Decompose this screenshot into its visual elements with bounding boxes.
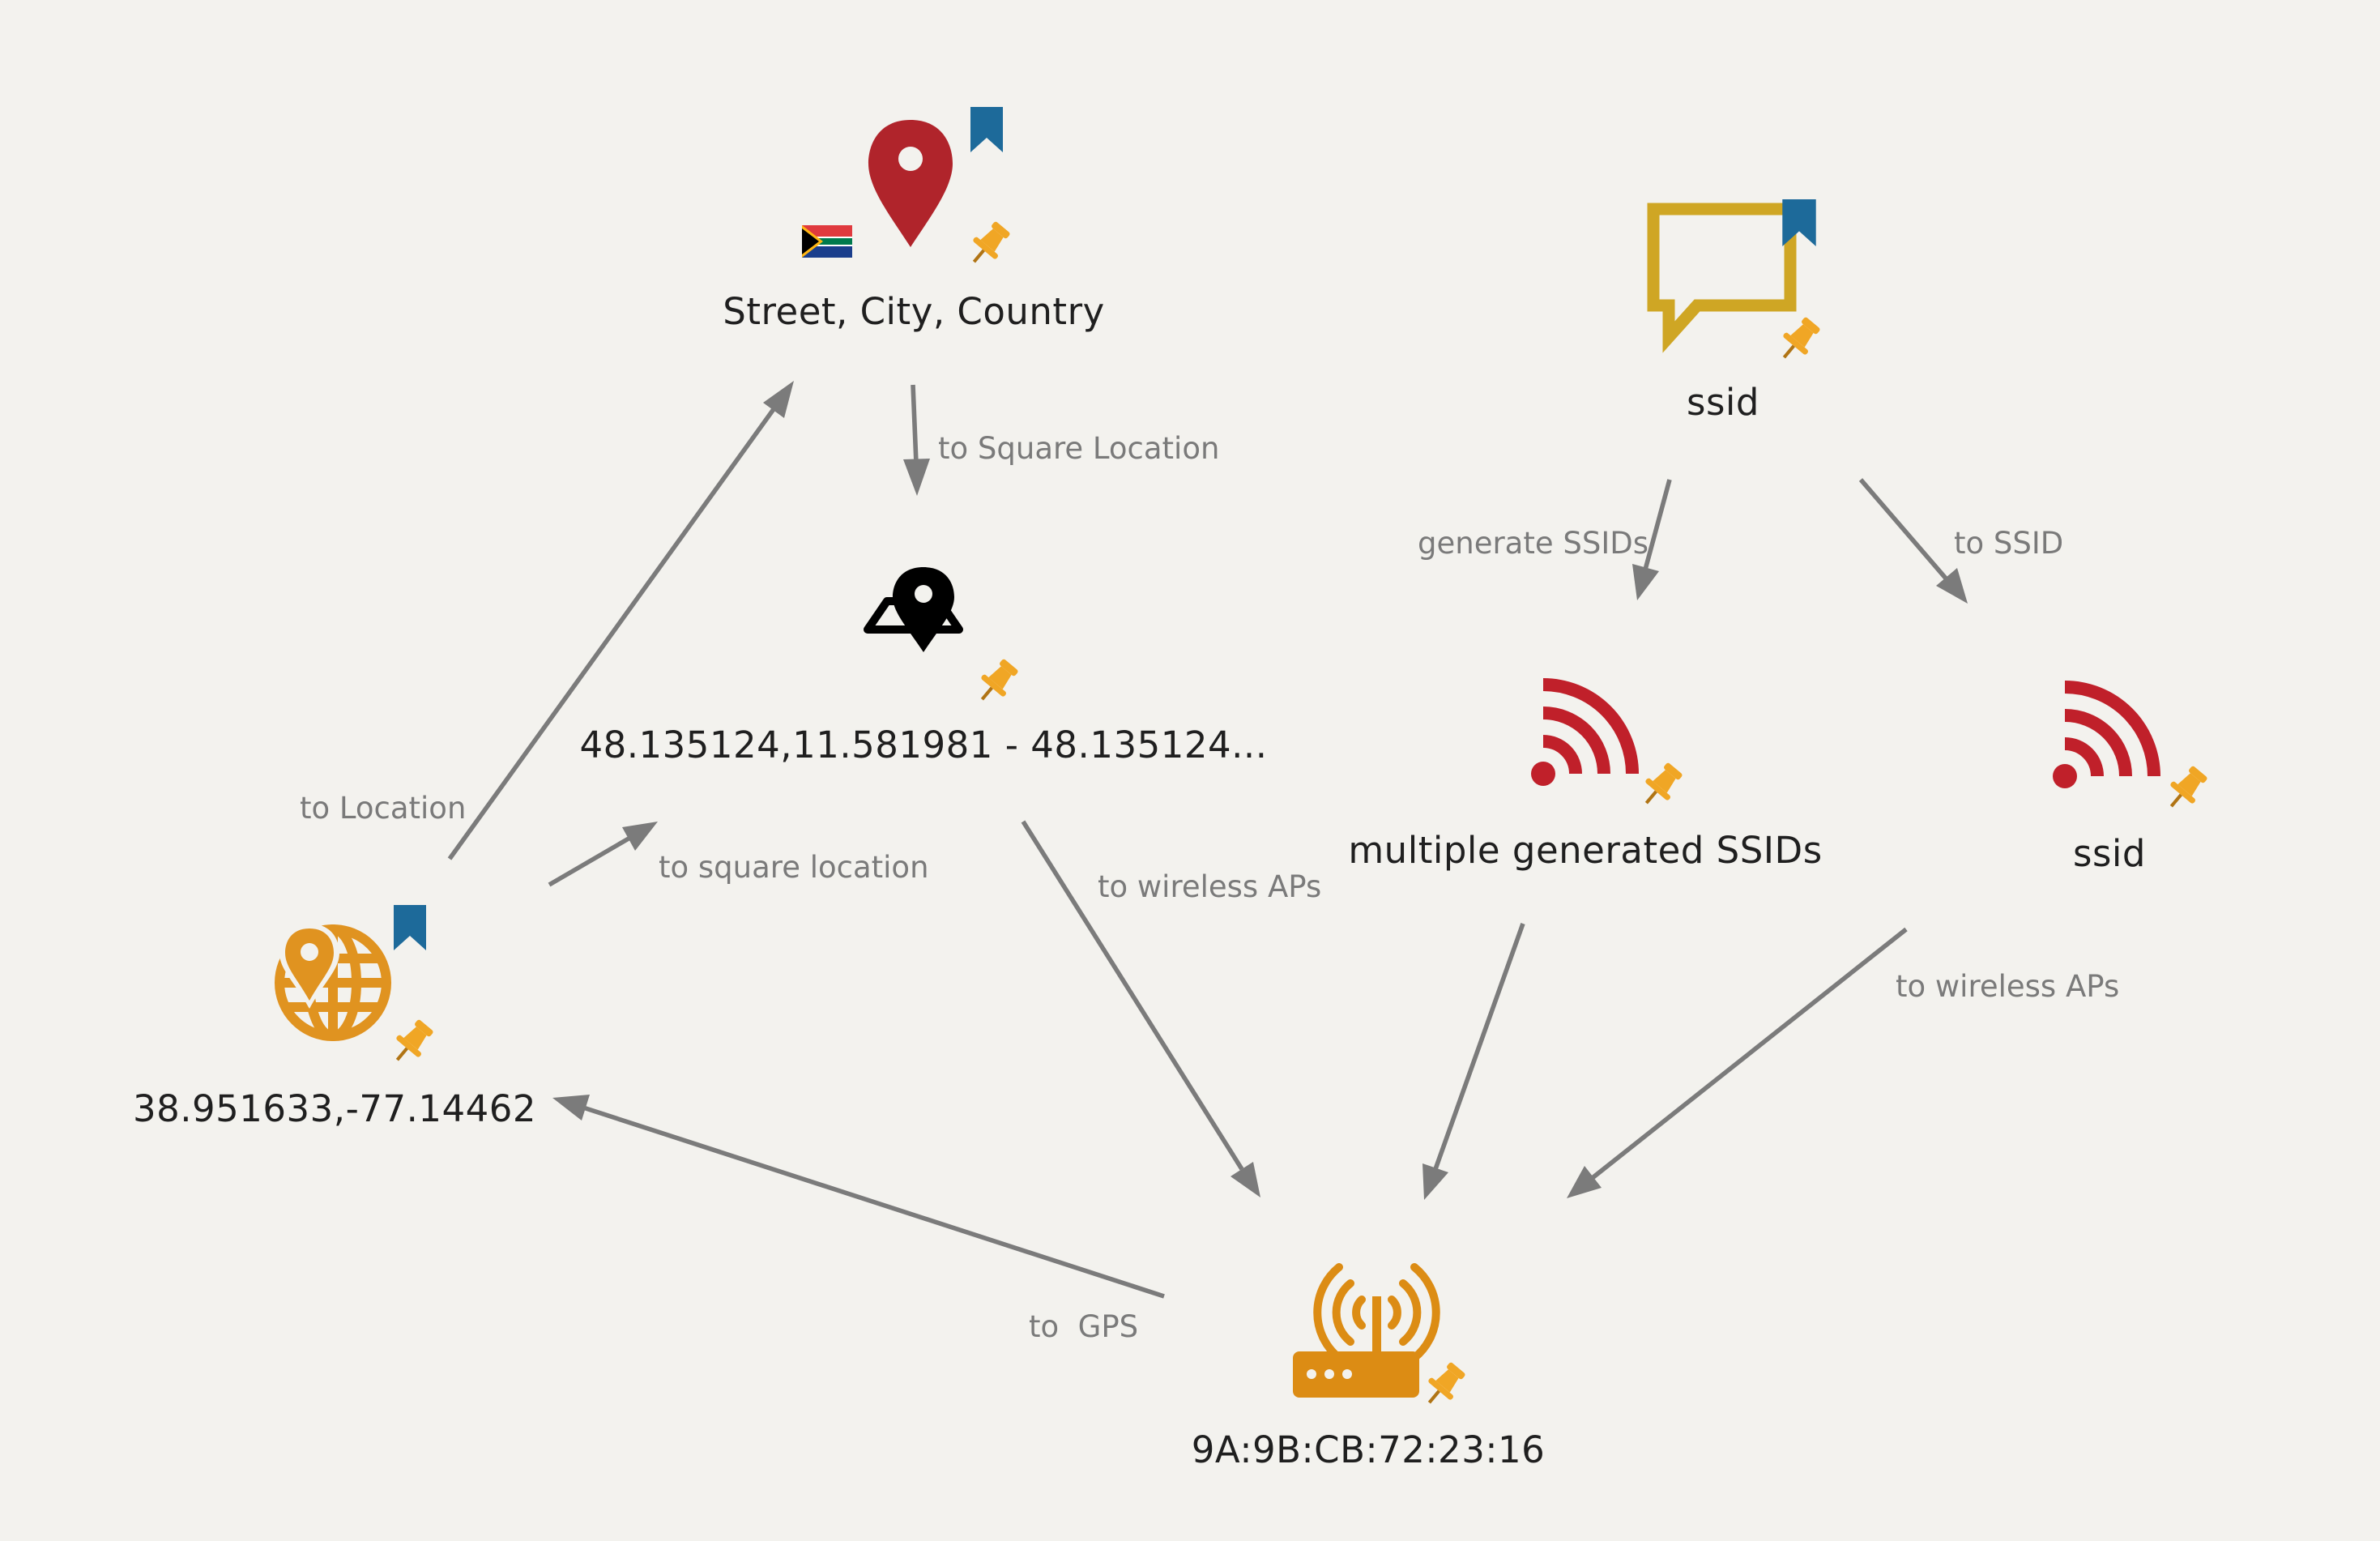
bookmark-icon[interactable] [970, 107, 1003, 152]
south-africa-flag-icon [802, 225, 852, 258]
node-ssid-phrase[interactable]: ssid [1647, 199, 1825, 424]
location-pin-icon [868, 120, 953, 247]
node-label: ssid [1687, 381, 1759, 424]
edge-to-gps[interactable]: to GPS [552, 1095, 1165, 1344]
node-wireless-ap[interactable]: 9A:9B:CB:72:23:16 [1192, 1263, 1546, 1471]
speech-bubble-icon [1647, 203, 1797, 353]
edge-label: to wireless APs [1098, 869, 1321, 904]
pin-icon[interactable] [1772, 313, 1824, 367]
node-address[interactable]: Street, City, Country [723, 107, 1104, 333]
edge-to-wireless-aps-1[interactable]: to wireless APs [1021, 820, 1321, 1197]
edge-label: to Square Location [938, 431, 1219, 466]
node-label: 48.135124,11.581981 - 48.135124... [579, 724, 1267, 766]
pin-icon[interactable] [970, 655, 1022, 709]
node-label: 38.951633,-77.14462 [133, 1087, 536, 1130]
edge-generated-to-ap[interactable] [1422, 923, 1525, 1200]
pin-icon[interactable] [1418, 1358, 1469, 1412]
edge-label: generate SSIDs [1418, 526, 1649, 561]
node-label: Street, City, Country [723, 290, 1104, 333]
edge-generate-ssids[interactable]: generate SSIDs [1418, 479, 1672, 600]
node-gps[interactable]: 38.951633,-77.14462 [133, 905, 536, 1130]
bookmark-icon[interactable] [1782, 199, 1816, 246]
node-label: ssid [2073, 832, 2146, 875]
pin-icon[interactable] [386, 1015, 437, 1069]
node-ssid[interactable]: ssid [2053, 681, 2212, 875]
edge-label: to Location [300, 791, 466, 826]
node-square-location[interactable]: 48.135124,11.581981 - 48.135124... [579, 567, 1267, 766]
wifi-icon [1531, 678, 1639, 786]
edge-to-ssid[interactable]: to SSID [1858, 478, 2063, 604]
pin-icon[interactable] [2160, 762, 2212, 816]
edge-label: to GPS [1029, 1309, 1138, 1344]
map-location-icon [864, 567, 963, 652]
edge-label: to SSID [1954, 526, 2063, 561]
edge-label: to wireless APs [1896, 969, 2119, 1004]
node-label: 9A:9B:CB:72:23:16 [1192, 1428, 1546, 1471]
edge-to-square-location-1[interactable]: to Square Location [903, 384, 1219, 496]
wifi-icon [2053, 681, 2160, 788]
edge-to-wireless-aps-2[interactable]: to wireless APs [1567, 927, 2119, 1198]
node-label: multiple generated SSIDs [1348, 829, 1822, 872]
bookmark-icon[interactable] [394, 905, 426, 950]
pin-icon[interactable] [962, 217, 1014, 271]
node-generated-ssids[interactable]: multiple generated SSIDs [1348, 678, 1822, 872]
globe-location-icon [275, 924, 391, 1041]
pin-icon[interactable] [1635, 758, 1687, 813]
wireless-router-icon [1293, 1263, 1440, 1398]
edge-to-location[interactable]: to Location [300, 381, 794, 860]
edge-label: to square location [659, 850, 929, 885]
edge-to-square-location-2[interactable]: to square location [548, 822, 929, 887]
globe-pin-icon [279, 924, 339, 1009]
